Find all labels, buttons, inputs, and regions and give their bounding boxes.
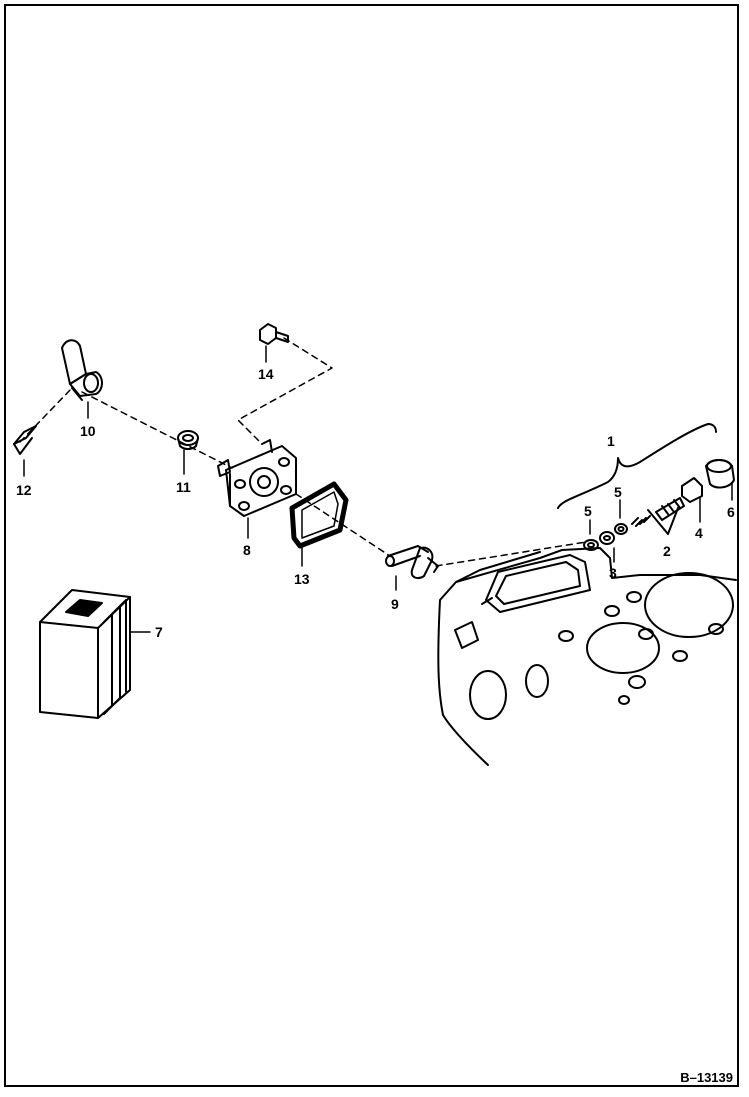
callout-7: 7 <box>155 624 163 640</box>
part-11-bushing <box>177 430 199 450</box>
callout-9: 9 <box>391 596 399 612</box>
part-5-washer-b <box>614 523 628 535</box>
part-5-washer-a <box>583 539 599 551</box>
part-10-lever <box>61 339 103 401</box>
part-13-gasket <box>289 481 349 549</box>
callout-4: 4 <box>695 525 703 541</box>
callout-11: 11 <box>176 479 191 495</box>
part-8-housing <box>217 439 297 517</box>
callout-3: 3 <box>609 565 617 581</box>
callout-5b: 5 <box>614 484 622 500</box>
callout-2: 2 <box>663 543 671 559</box>
assembly-lines <box>19 337 587 567</box>
callout-1: 1 <box>607 433 615 449</box>
part-2-spring-small <box>631 515 651 527</box>
part-14-bolt <box>259 323 289 345</box>
callout-6: 6 <box>727 504 735 520</box>
part-7-block <box>39 589 131 719</box>
valve-assembly <box>557 423 735 551</box>
callout-13: 13 <box>294 571 310 587</box>
callout-5a: 5 <box>584 503 592 519</box>
bracket-1 <box>557 423 717 509</box>
callout-10: 10 <box>80 423 96 439</box>
callout-14: 14 <box>258 366 274 382</box>
part-3-nut <box>599 531 615 545</box>
leader-lines <box>23 345 733 633</box>
part-2-spring <box>655 497 685 521</box>
part-4-fitting <box>681 477 703 503</box>
page-border <box>4 4 739 1087</box>
figure-number: B–13139 <box>680 1070 733 1085</box>
callout-labels: 1 2 3 4 5 5 6 7 8 9 10 11 12 13 14 <box>16 366 735 640</box>
part-12-pin <box>13 425 37 455</box>
callout-8: 8 <box>243 542 251 558</box>
engine-block <box>437 547 737 766</box>
callout-12: 12 <box>16 482 32 498</box>
part-9-shaft <box>385 545 439 579</box>
